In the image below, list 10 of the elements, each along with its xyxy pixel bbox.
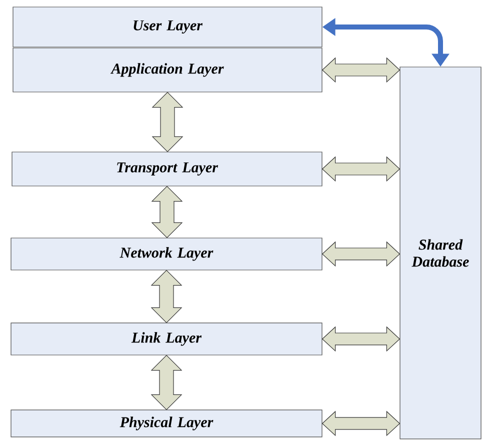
double-arrow: [150, 270, 182, 324]
layer-box: Link Layer: [10, 322, 322, 356]
layer-box: User Layer: [12, 6, 322, 48]
double-arrow: [151, 186, 183, 238]
layer-box: Application Layer: [12, 48, 322, 92]
layer-box: Physical Layer: [10, 410, 322, 438]
layer-box: Transport Layer: [12, 152, 322, 186]
database-box: Shared Database: [400, 66, 482, 440]
layer-box: Network Layer: [10, 238, 322, 270]
double-arrow: [150, 354, 182, 410]
